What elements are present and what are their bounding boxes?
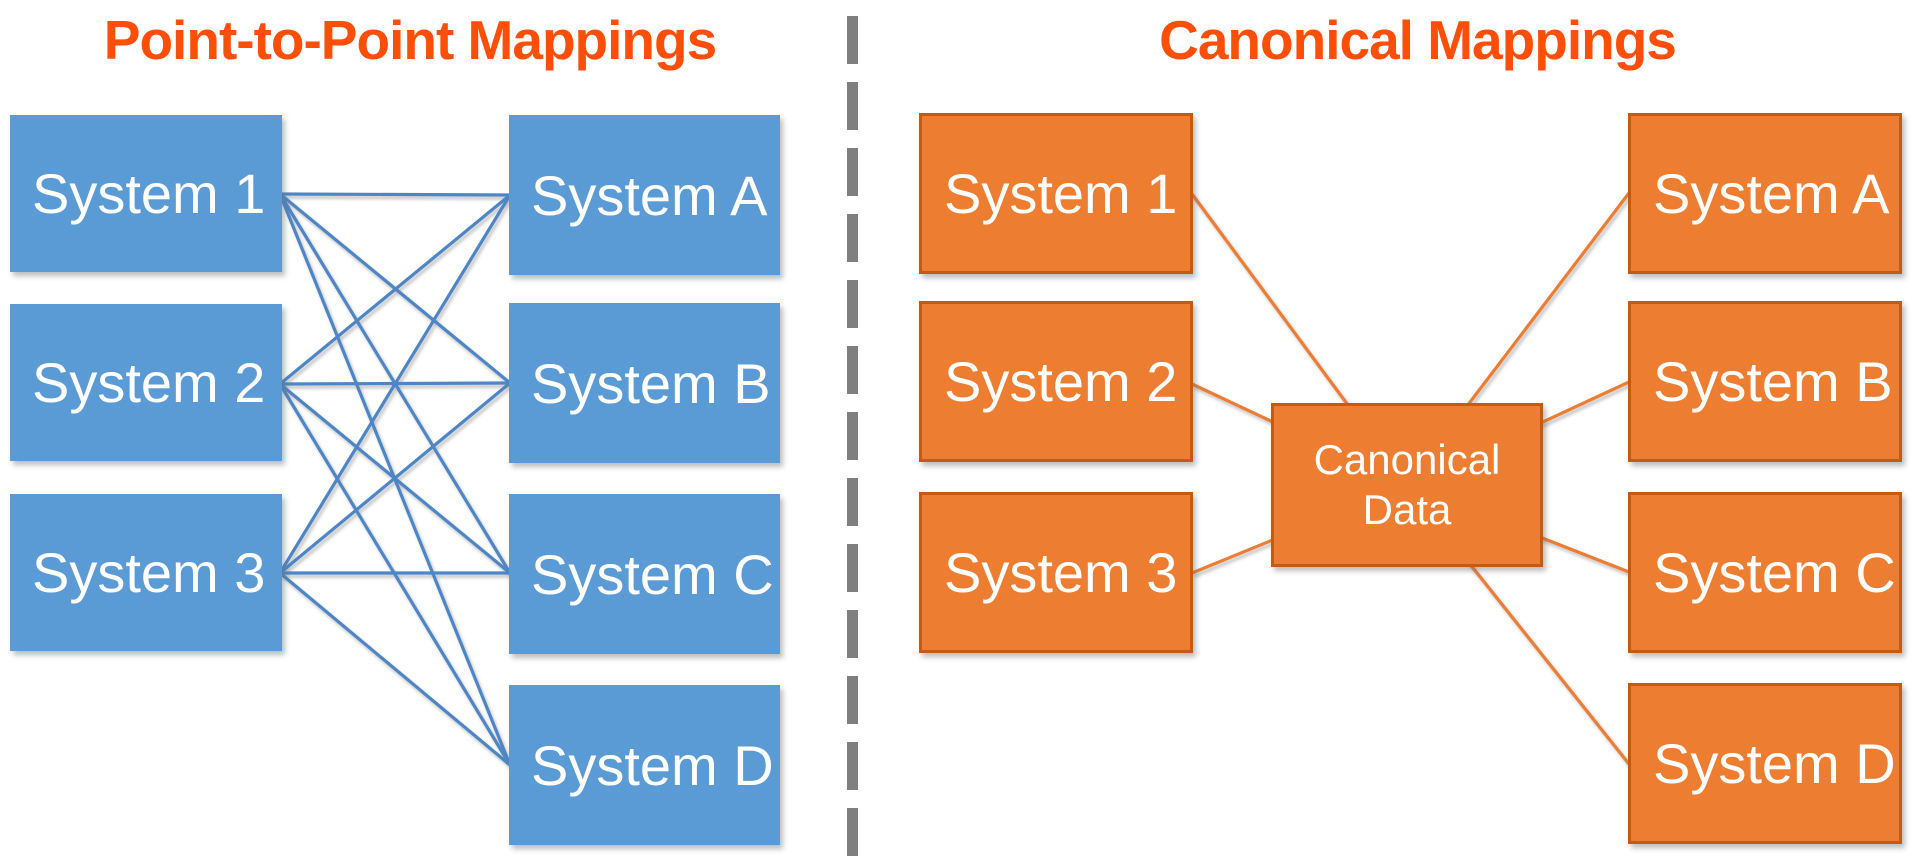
connector-line — [278, 571, 512, 767]
canonical-target-box-system-b: System B — [1628, 301, 1902, 462]
canonical-source-box-system-2: System 2 — [919, 301, 1193, 462]
p2p-target-box-system-b: System B — [509, 303, 780, 463]
box-label: System C — [531, 542, 774, 606]
box-label: System 2 — [944, 350, 1178, 413]
box-label: System D — [531, 733, 774, 797]
p2p-target-box-system-c: System C — [509, 494, 780, 654]
box-label: System 3 — [944, 541, 1178, 604]
p2p-target-box-system-d: System D — [509, 685, 780, 845]
box-label: System 1 — [944, 162, 1178, 225]
p2p-target-box-system-a: System A — [509, 115, 780, 275]
box-label: System A — [1653, 162, 1890, 225]
connector-line — [278, 194, 512, 574]
box-label: System 2 — [32, 351, 266, 414]
box-label: System 3 — [32, 541, 266, 604]
canonical-data-hub-box: Canonical Data — [1271, 403, 1543, 567]
canonical-source-box-system-1: System 1 — [919, 113, 1193, 274]
box-label: System B — [1653, 350, 1893, 413]
box-label: System C — [1653, 541, 1896, 604]
box-label: System D — [1653, 732, 1896, 795]
right-panel-title: Canonical Mappings — [1159, 9, 1677, 71]
connector-line — [279, 192, 511, 197]
box-label: System A — [531, 163, 768, 227]
dashed-divider — [847, 16, 858, 864]
connector-line — [278, 193, 512, 386]
p2p-source-box-system-3: System 3 — [10, 494, 282, 651]
left-panel-title: Point-to-Point Mappings — [103, 9, 717, 71]
point-to-point-connections — [278, 192, 512, 767]
p2p-source-box-system-2: System 2 — [10, 304, 282, 461]
box-label: System B — [531, 351, 771, 415]
connector-line — [278, 381, 512, 575]
p2p-source-box-system-1: System 1 — [10, 115, 282, 272]
canonical-source-box-system-3: System 3 — [919, 492, 1193, 653]
canonical-target-box-system-d: System D — [1628, 683, 1902, 844]
canonical-target-box-system-c: System C — [1628, 492, 1902, 653]
box-label: System 1 — [32, 162, 266, 225]
hub-label: Canonical Data — [1313, 435, 1501, 533]
canonical-target-box-system-a: System A — [1628, 113, 1902, 274]
